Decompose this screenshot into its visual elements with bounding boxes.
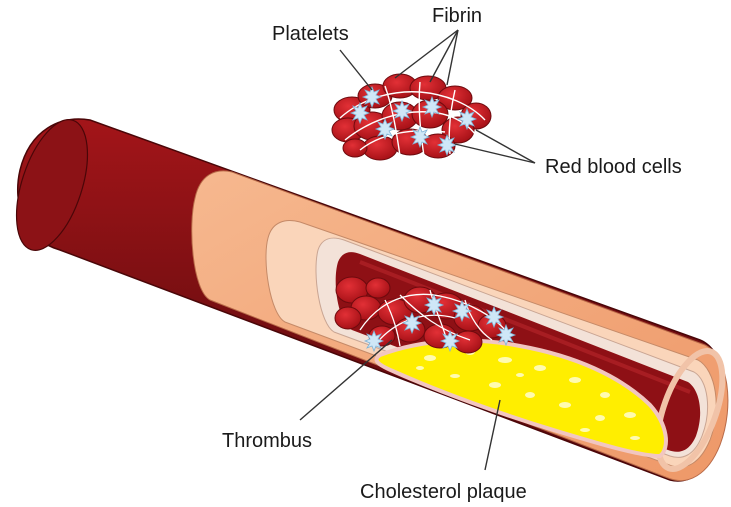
label-platelets: Platelets: [272, 23, 349, 45]
label-red-blood-cells: Red blood cells: [545, 156, 682, 178]
fibrin-leader-1: [395, 30, 458, 78]
red-blood-cells-leader-2: [455, 144, 535, 163]
fibrin-leader-2: [430, 30, 458, 82]
red-blood-cells-leader-1: [476, 130, 535, 163]
label-thrombus: Thrombus: [222, 430, 312, 452]
label-cholesterol-plaque: Cholesterol plaque: [360, 481, 527, 503]
label-fibrin: Fibrin: [432, 5, 482, 27]
fibrin-leader-3: [447, 30, 458, 85]
platelets-leader: [340, 50, 372, 90]
